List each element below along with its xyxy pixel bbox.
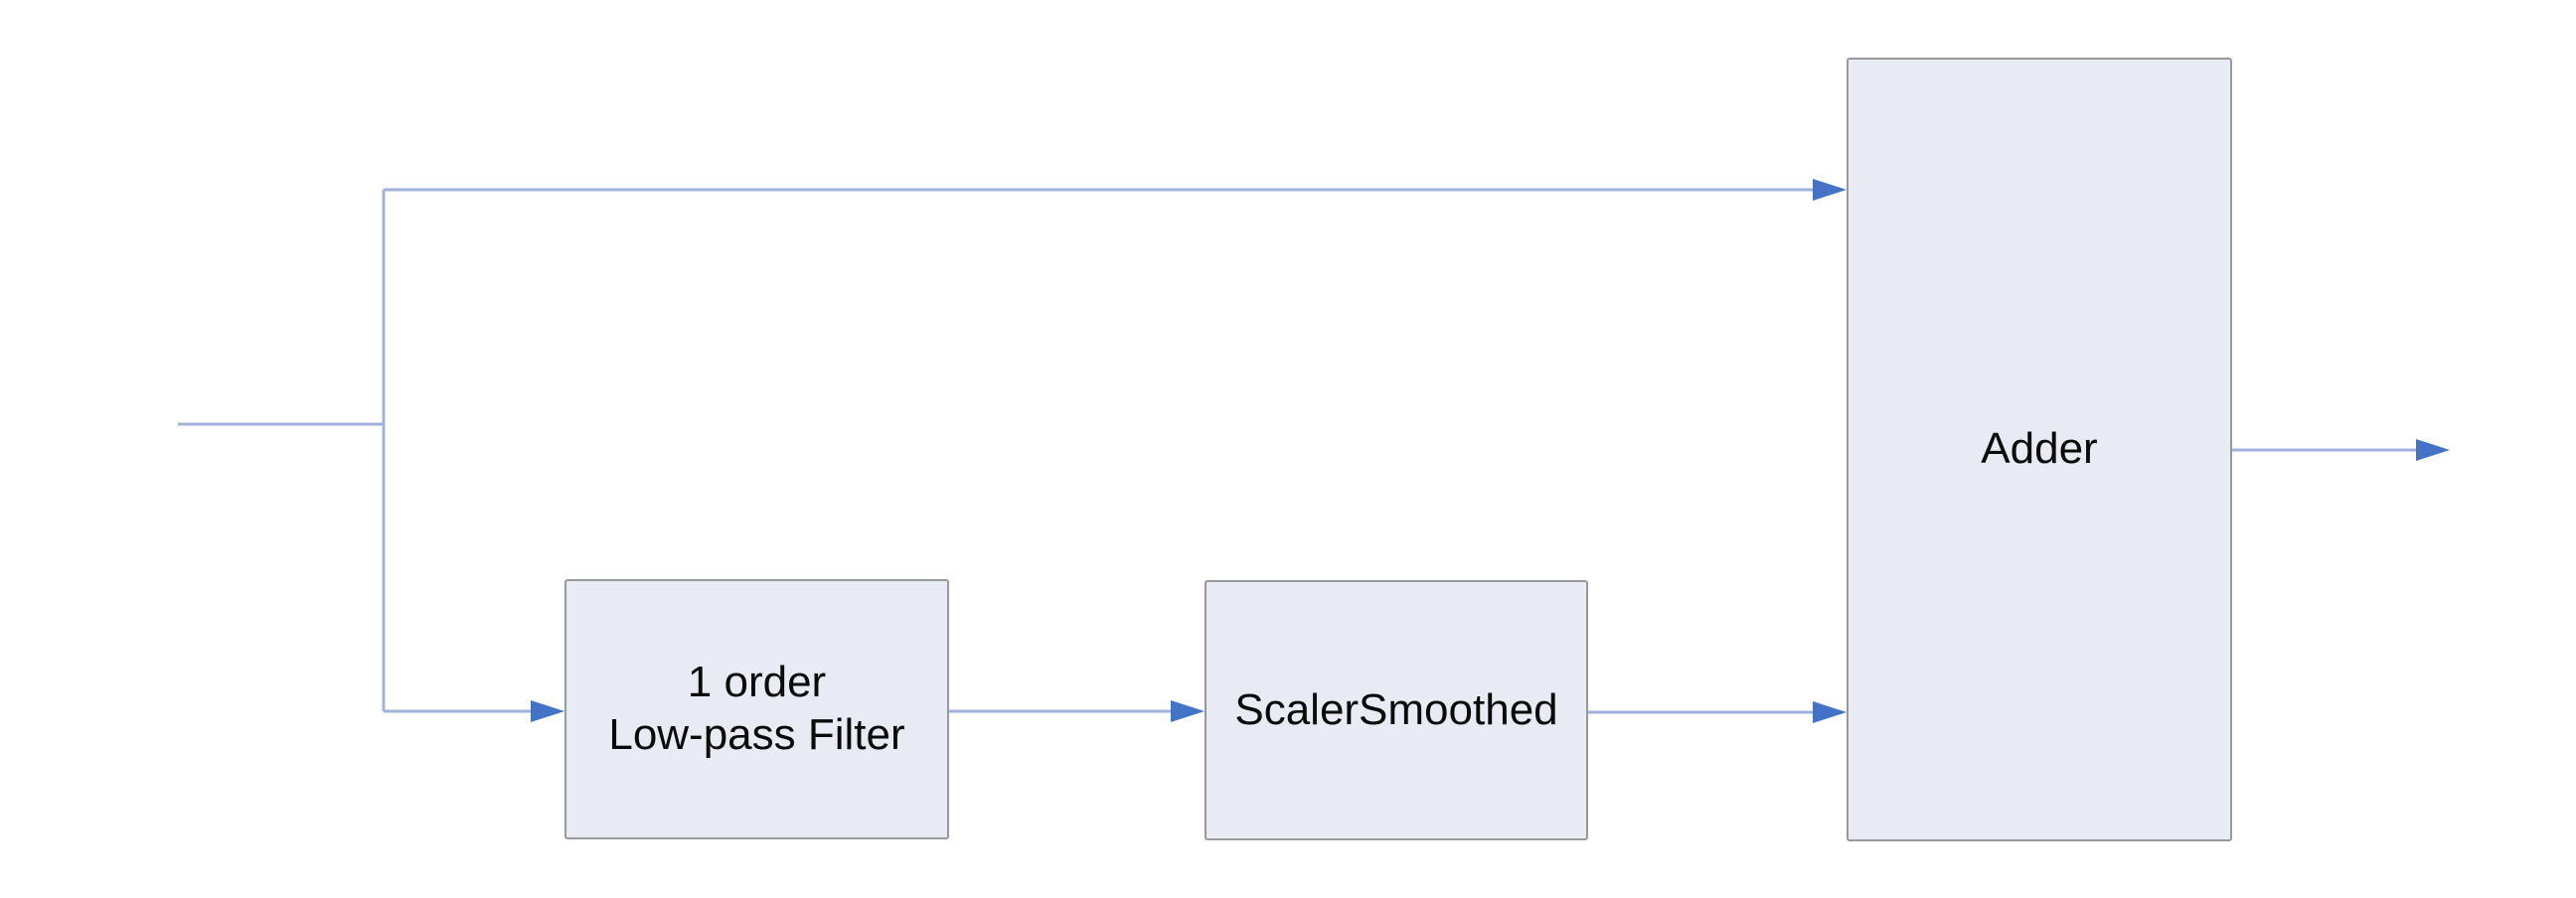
- block-scaler-smoothed: ScalerSmoothed: [1205, 580, 1588, 840]
- lowpass-filter-label-line2: Low-pass Filter: [608, 710, 905, 759]
- scaler-to-adder-arrowhead-icon: [1813, 701, 1847, 723]
- block-lowpass-filter: 1 order Low-pass Filter: [564, 579, 949, 839]
- direct-path-arrowhead-icon: [1813, 179, 1847, 201]
- lowpass-filter-label-line1: 1 order: [687, 658, 827, 707]
- output-arrowhead-icon: [2416, 439, 2450, 461]
- to-lowpass-arrowhead-icon: [531, 700, 564, 722]
- scaler-smoothed-label: ScalerSmoothed: [1234, 684, 1557, 737]
- adder-label-text: Adder: [1981, 424, 2098, 474]
- scaler-smoothed-label-text: ScalerSmoothed: [1234, 684, 1558, 734]
- adder-label: Adder: [1981, 423, 2097, 476]
- lowpass-to-scaler-arrowhead-icon: [1171, 700, 1205, 722]
- block-adder: Adder: [1847, 58, 2232, 841]
- lowpass-filter-label: 1 order Low-pass Filter: [608, 657, 904, 762]
